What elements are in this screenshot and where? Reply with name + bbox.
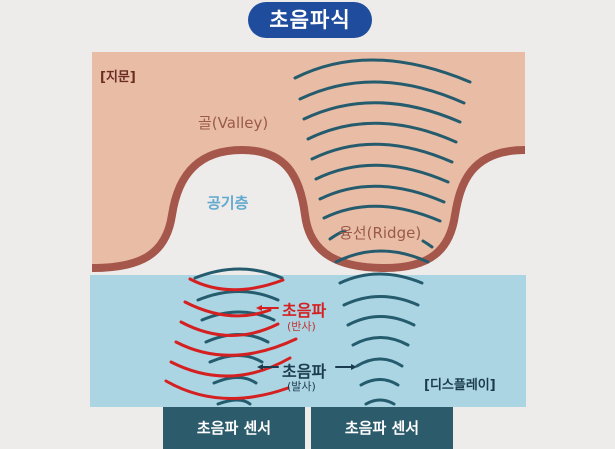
display-label: [디스플레이] [424,378,496,393]
reflected-wave-label: 초음파 [282,301,327,320]
fingerprint-label: [지문] [100,70,136,85]
air-layer-label: 공기층 [207,194,249,212]
reflected-waves [164,277,298,400]
ridge-label: 융선(Ridge) [339,224,422,242]
arrow-icons [256,305,357,370]
valley-label: 골(Valley) [198,114,269,132]
page-title: 초음파식 [248,2,372,38]
reflected-wave-sublabel: (반사) [287,320,316,333]
fingerprint-outline [91,145,526,273]
ridge-emitted-waves [293,58,472,264]
emitted-wave-label: 초음파 [282,362,327,381]
display-emitted-waves-right [338,272,424,406]
ultrasonic-sensor-right: 초음파 센서 [311,407,453,449]
emitted-wave-sublabel: (발사) [287,380,316,393]
display-layer [90,275,526,407]
ultrasonic-sensor-left: 초음파 센서 [163,407,305,449]
